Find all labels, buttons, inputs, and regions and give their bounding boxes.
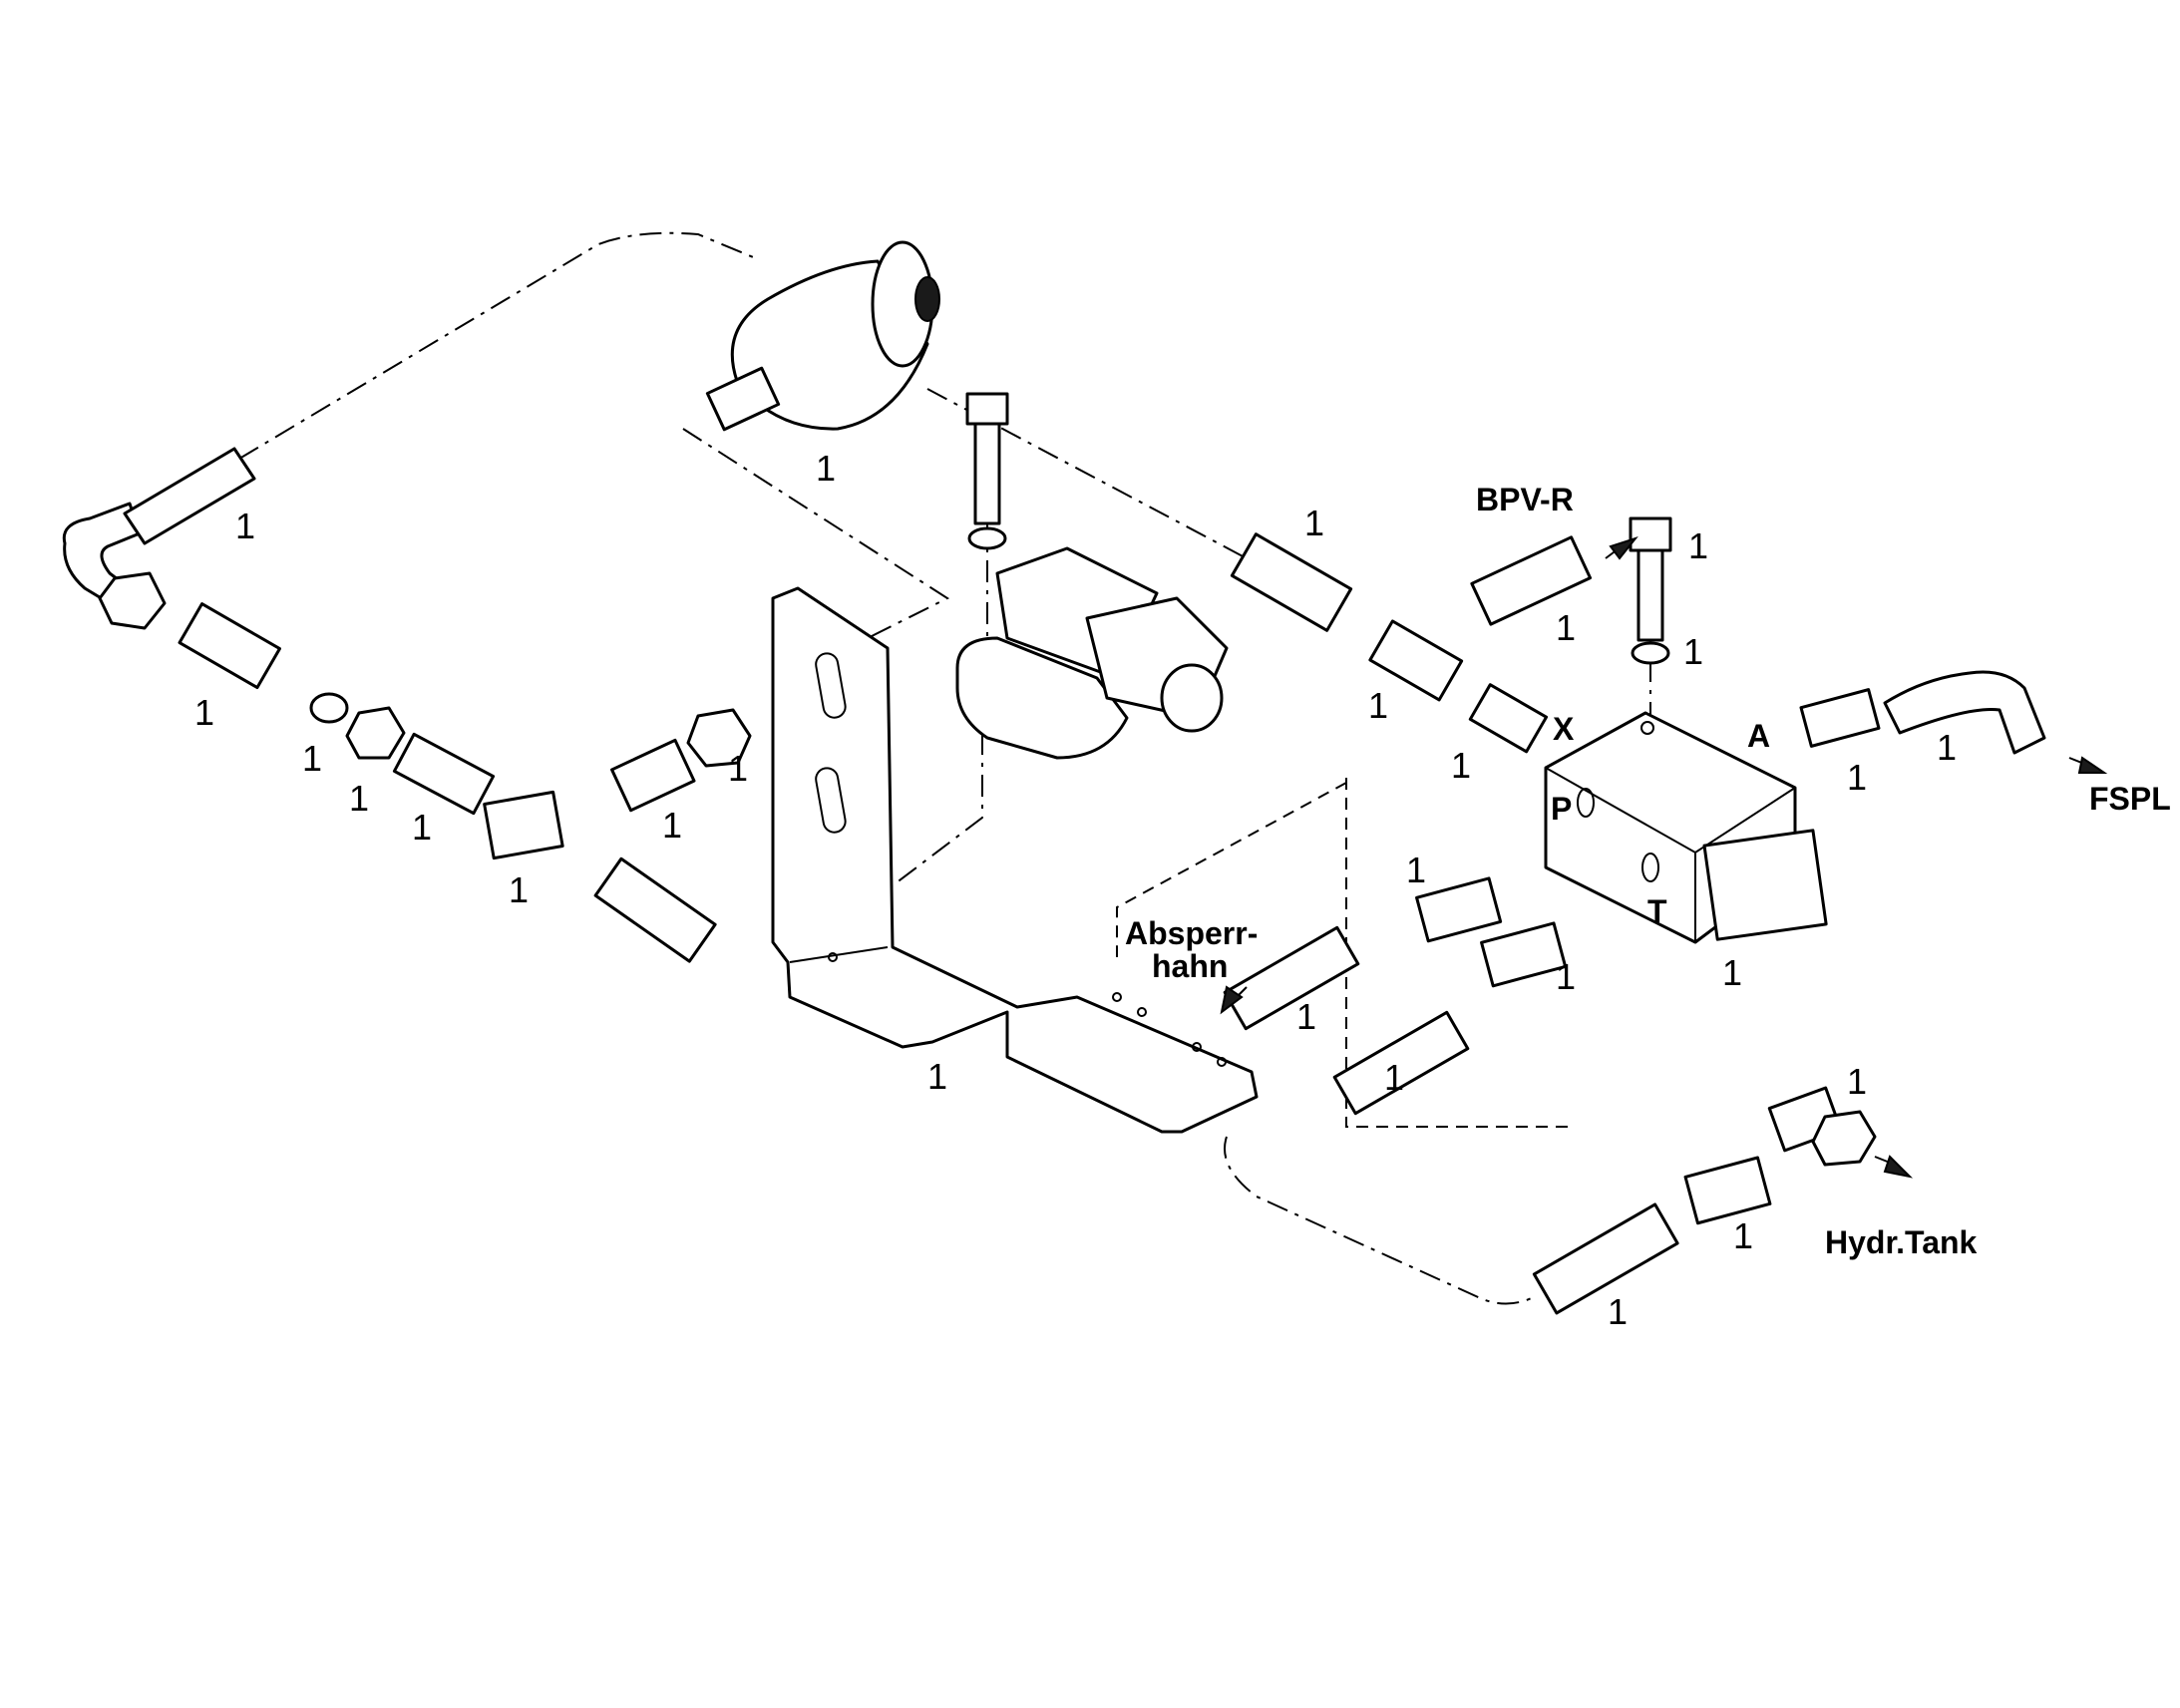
fitting-chain-left <box>178 602 752 963</box>
callout-fitting-x: 1 <box>1451 745 1472 786</box>
callout-hose-lower: 1 <box>1384 1057 1405 1098</box>
callout-bolt-bpv: 1 <box>1688 525 1709 566</box>
label-port-a: A <box>1747 718 1771 754</box>
callout-fitting-t: 1 <box>1556 956 1577 997</box>
solenoid-valve <box>955 546 1229 760</box>
routing-line-top <box>238 231 759 460</box>
label-hydr-tank: Hydr.Tank <box>1825 1224 1978 1260</box>
callout-pipe-top: 1 <box>235 506 256 546</box>
fitting-chain-bottom <box>1532 1086 1877 1315</box>
callout-fitting-4: 1 <box>412 807 433 848</box>
callout-valve-block: 1 <box>1722 952 1743 993</box>
callout-fitting-a: 1 <box>1847 757 1868 798</box>
bolt-top-center <box>965 392 1009 550</box>
callout-fitting-5: 1 <box>509 869 530 910</box>
callout-fitting-6: 1 <box>662 805 683 846</box>
callout-hose-bottom: 1 <box>1608 1291 1629 1332</box>
routing-line-absperr <box>1116 782 1347 957</box>
routing-line-bracket <box>682 428 950 649</box>
callout-fitting-7: 1 <box>728 748 749 789</box>
callout-accumulator: 1 <box>816 448 837 489</box>
label-absperr-line2: hahn <box>1152 948 1229 984</box>
callout-washer-bpv: 1 <box>1683 631 1704 672</box>
callout-bracket: 1 <box>927 1056 948 1097</box>
routing-line-right-box <box>1345 778 1576 1128</box>
callout-fitting-1: 1 <box>194 692 215 733</box>
callout-hose-absperr: 1 <box>1296 996 1317 1037</box>
routing-line-valve-down <box>837 733 983 928</box>
callout-tee-bottom: 1 <box>1847 1061 1868 1102</box>
callout-fitting-2: 1 <box>302 738 323 779</box>
bolt-bpv <box>1629 516 1672 665</box>
callout-fitting-3: 1 <box>349 778 370 819</box>
callout-fitting-bottom: 1 <box>1733 1215 1754 1256</box>
valve-block <box>1544 711 1828 944</box>
fitting-chain-lower <box>1223 876 1568 1116</box>
label-fspl: FSPL <box>2089 781 2171 817</box>
callout-fitting-p: 1 <box>1406 850 1427 890</box>
fitting-chain-right <box>1230 532 2046 755</box>
label-port-p: P <box>1551 791 1573 827</box>
label-bpv-r: BPV-R <box>1476 482 1574 517</box>
callout-hose-fspl: 1 <box>1937 727 1958 768</box>
pipe-left-elbow <box>62 447 256 630</box>
accumulator <box>705 240 940 432</box>
label-absperr-line1: Absperr- <box>1125 915 1259 951</box>
callout-pipe-right: 1 <box>1304 503 1325 543</box>
mounting-bracket <box>771 586 1259 1134</box>
arrows <box>1220 536 2108 1179</box>
label-port-t: T <box>1647 893 1667 929</box>
callout-pipe-bpv: 1 <box>1556 607 1577 648</box>
label-port-x: X <box>1553 711 1575 747</box>
callout-tee-right: 1 <box>1368 685 1389 726</box>
routing-line-bottom <box>1224 1136 1537 1305</box>
